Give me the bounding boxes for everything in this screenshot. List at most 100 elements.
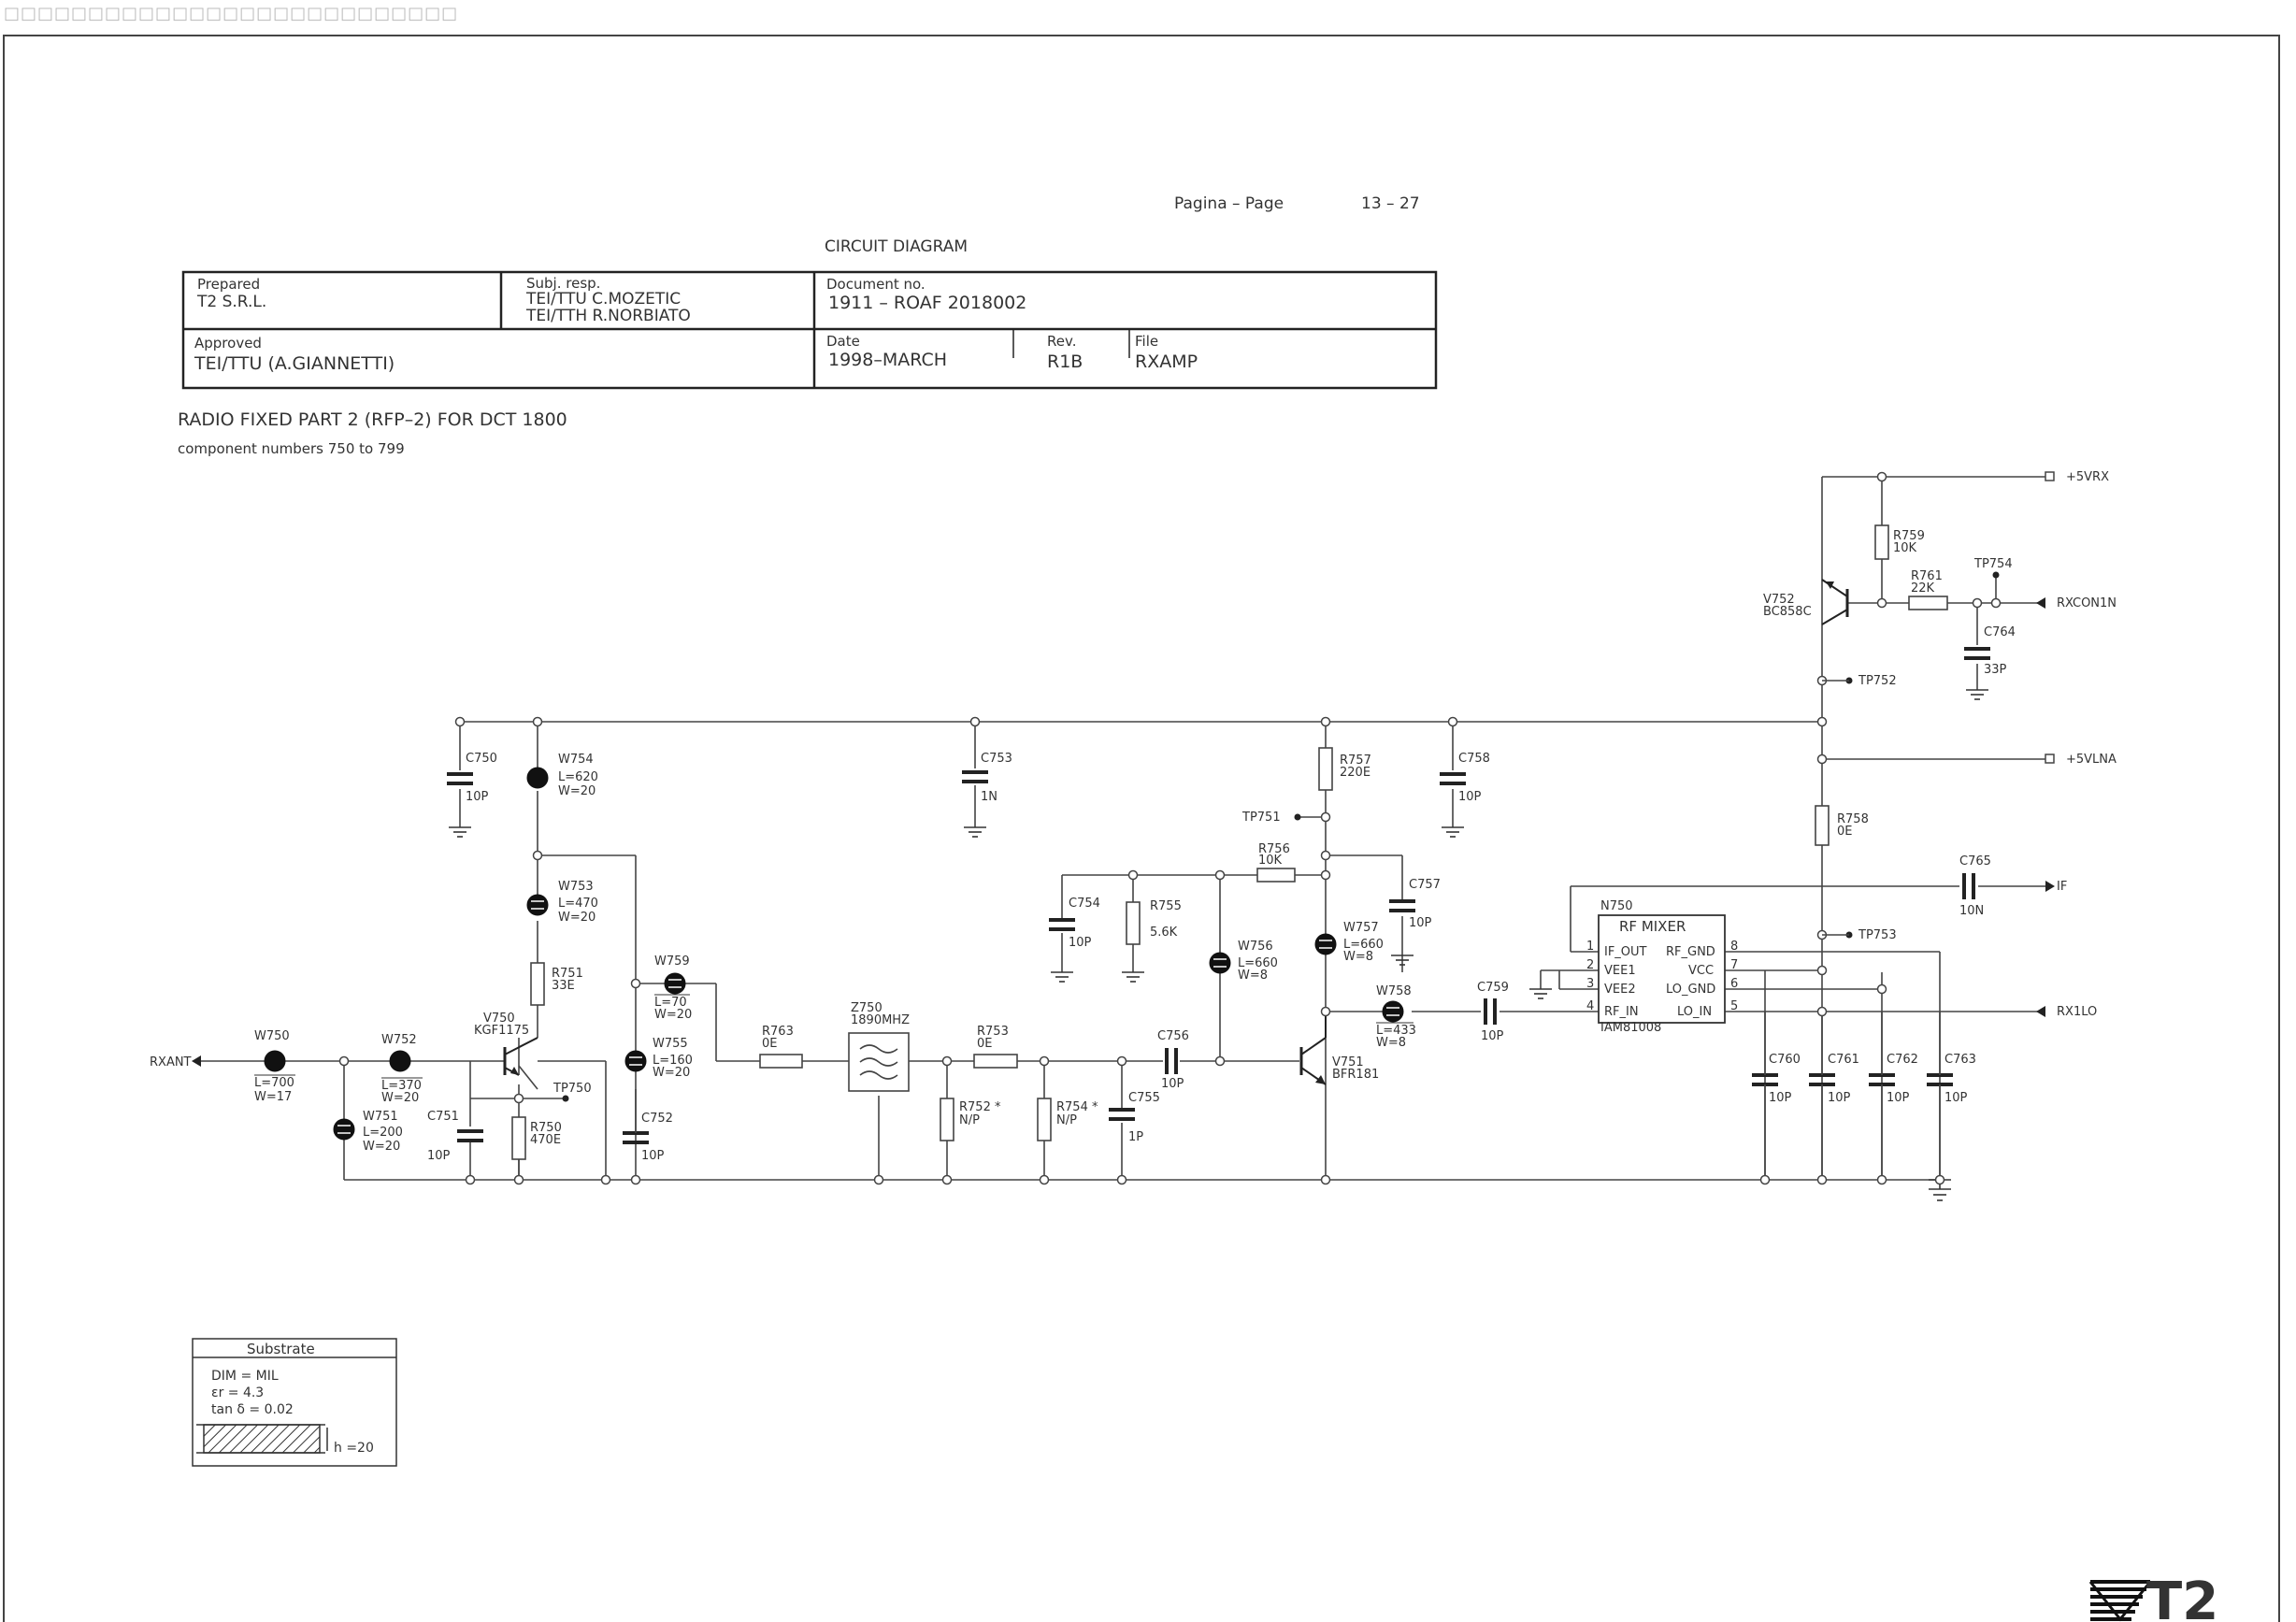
c751-value: 10P [427,1149,451,1163]
label-overbars [254,994,1413,1079]
mixer-pin-lo-gnd: LO_GND [1666,983,1715,997]
c760-value: 10P [1769,1091,1792,1105]
r757-value: 220E [1340,766,1370,780]
c751-ref: C751 [427,1110,459,1124]
title-block-frame [181,270,1438,390]
capacitors [447,647,1990,1144]
r759-ref: R759 [1893,529,1925,543]
description-subtitle: component numbers 750 to 799 [178,440,405,457]
sheet-border [3,35,2280,1622]
w753-w: W=20 [558,911,596,925]
mixer-labels: N750 RF MIXER IAM81008 IF_OUT VEE1 VEE2 … [1586,899,1738,1035]
r754-body [1037,1098,1052,1141]
mixer-pinnum-4: 4 [1586,999,1594,1013]
substrate-dim: DIM = MIL [211,1369,279,1384]
w752-l: L=370 [381,1079,422,1093]
v752-ref: V752 [1763,593,1795,607]
c758-value: 10P [1458,790,1482,804]
c763-value: 10P [1944,1091,1968,1105]
r761-body [1908,596,1948,610]
w756-w: W=8 [1238,969,1268,983]
w754-l: L=620 [558,770,598,784]
r761-ref: R761 [1911,569,1943,583]
mixer-pinnum-5: 5 [1730,999,1738,1013]
w752-ref: W752 [381,1033,417,1047]
c755-value: 1P [1128,1130,1143,1144]
rf-mixer-box [1598,914,1726,1024]
substrate-height: h =20 [334,1441,374,1456]
r750-ref: R750 [530,1121,562,1135]
r752-ref: R752 * [959,1100,1001,1114]
test-points [562,571,2000,1102]
description-title: RADIO FIXED PART 2 (RFP–2) FOR DCT 1800 [178,409,567,430]
r751-value: 33E [552,979,575,993]
c761-value: 10P [1828,1091,1851,1105]
test-point-leads [1822,680,1849,936]
microstrip-stripes [337,900,1399,1134]
approved-label: Approved [194,335,262,352]
w757-ref: W757 [1343,921,1379,935]
port-label-rxant: RXANT [150,1055,192,1069]
substrate-box [192,1338,397,1467]
v751-value: BFR181 [1332,1068,1379,1082]
w758-ref: W758 [1376,984,1412,998]
w757-l: L=660 [1343,938,1384,952]
v750-value: KGF1175 [474,1024,529,1038]
r759-value: 10K [1893,541,1917,555]
port-label-rxcon1n: RXCON1N [2057,596,2117,610]
r756-value: 10K [1258,854,1283,868]
date-value: 1998–MARCH [828,350,948,370]
mixer-pin-rf-in: RF_IN [1604,1005,1639,1019]
component-labels: R759 10K V752 BC858C R761 22K TP754 C764… [254,529,2016,1163]
r755-ref: R755 [1150,899,1182,913]
port-label-5vrx: +5VRX [2066,470,2109,484]
w755-l: L=160 [653,1054,693,1068]
r757-body [1318,747,1333,791]
port-label-5vlna: +5VLNA [2066,753,2117,767]
r751-body [530,962,545,1006]
r759-body [1874,524,1889,560]
document-label: Document no. [826,276,926,293]
mixer-pinnum-3: 3 [1586,977,1594,991]
junction-nodes [338,471,2002,1185]
r753-body [973,1054,1018,1069]
w750-l: L=700 [254,1076,294,1090]
prepared-label: Prepared [197,276,261,293]
v752-value: BC858C [1763,605,1812,619]
c752-ref: C752 [641,1112,673,1126]
mixer-pin-lo-in: LO_IN [1677,1005,1712,1019]
w755-ref: W755 [653,1037,688,1051]
diagram-type-title: CIRCUIT DIAGRAM [825,237,968,256]
w759-ref: W759 [654,955,690,969]
c758-ref: C758 [1458,752,1490,766]
r761-value: 22K [1911,581,1935,596]
w750-w: W=17 [254,1090,292,1104]
mixer-pinnum-1: 1 [1586,940,1594,954]
w753-ref: W753 [558,880,594,894]
mixer-name: RF MIXER [1619,918,1686,935]
z750-ref: Z750 [851,1001,883,1015]
r757-ref: R757 [1340,754,1371,768]
document-value: 1911 – ROAF 2018002 [828,293,1027,313]
rev-label: Rev. [1047,333,1077,350]
w751-w: W=20 [363,1140,400,1154]
substrate-title: Substrate [247,1341,315,1357]
capacitor-leads [469,955,1941,1180]
w753-l: L=470 [558,897,598,911]
c752-value: 10P [641,1149,665,1163]
c750-ref: C750 [466,752,497,766]
port-labels: +5VRX RXCON1N +5VLNA IF RX1LO RXANT [150,470,2117,1069]
w754-w: W=20 [558,784,596,798]
r758-ref: R758 [1837,812,1869,826]
c762-value: 10P [1887,1091,1910,1105]
tp753-label: TP753 [1858,928,1897,942]
tp751-label: TP751 [1241,811,1281,825]
mixer-pinnum-2: 2 [1586,958,1594,972]
c757-value: 10P [1409,916,1432,930]
page-number: 13 – 27 [1361,194,1420,213]
tp750-label: TP750 [552,1082,592,1096]
t2-logo-text: T2 [2146,1572,2218,1622]
w756-ref: W756 [1238,940,1273,954]
r763-value: 0E [762,1037,778,1051]
